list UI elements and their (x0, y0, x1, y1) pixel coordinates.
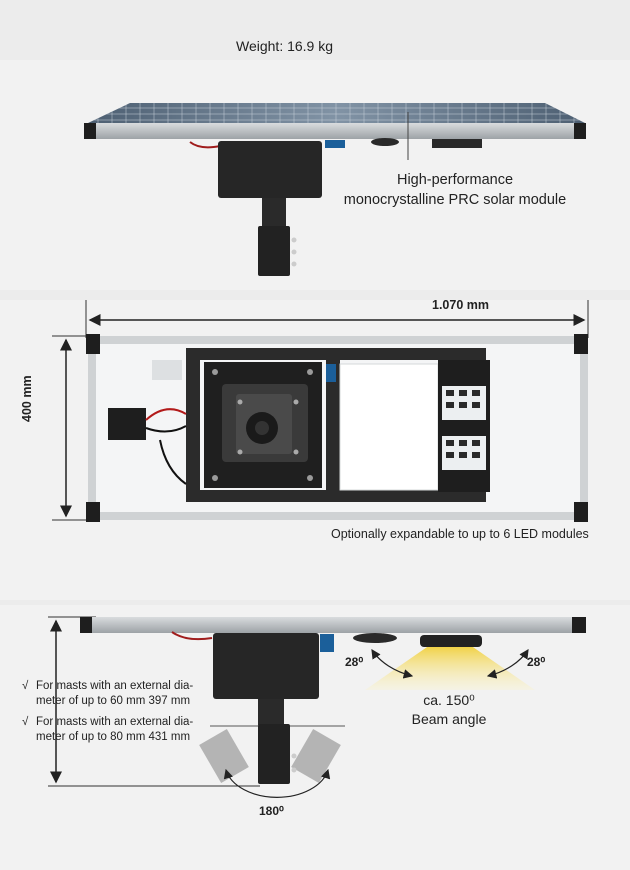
check-icon: √ (22, 680, 29, 692)
charge-controller-plan (108, 360, 187, 485)
mast-option-text-line-2: meter of up to 80 mm 431 mm (36, 731, 191, 743)
mast-compatibility-list: √ For masts with an external dia- meter … (22, 679, 212, 745)
solar-module-line-2: monocrystalline PRC solar module (343, 192, 567, 208)
panel-side-view (80, 617, 586, 633)
mast-option-80mm: √ For masts with an external dia- meter … (22, 715, 212, 745)
width-dimension-label: 1.070 mm (432, 298, 489, 312)
luminaire-housing-top (218, 141, 322, 276)
weight-label: Weight: 16.9 kg (236, 38, 334, 54)
beam-angle-label: ca. 150⁰ Beam angle (390, 691, 508, 729)
luminaire-housing-side (171, 631, 334, 725)
mast-option-text-line-1: For masts with an external dia- (36, 716, 194, 728)
check-icon: √ (22, 716, 29, 728)
right-tilt-angle: 28⁰ (527, 655, 546, 669)
led-modules-plan (438, 360, 490, 492)
height-dimension-line (52, 335, 92, 521)
beam-angle-caption: Beam angle (411, 711, 487, 727)
rotation-angle: 180⁰ (259, 804, 284, 818)
solar-module-label: High-performance monocrystalline PRC sol… (330, 170, 580, 210)
beam-cone (353, 633, 535, 690)
solar-panel-perspective (84, 103, 586, 160)
battery-area-plan (326, 363, 439, 491)
mast-option-60mm: √ For masts with an external dia- meter … (22, 679, 212, 709)
led-expansion-caption: Optionally expandable to up to 6 LED mod… (331, 527, 589, 541)
mast-option-text-line-2: meter of up to 60 mm 397 mm (36, 695, 191, 707)
mast-option-text-line-1: For masts with an external dia- (36, 680, 194, 692)
beam-angle-value: ca. 150⁰ (423, 692, 475, 708)
width-dimension-line (85, 300, 589, 338)
solar-module-line-1: High-performance (396, 172, 514, 188)
height-dimension-label: 400 mm (20, 375, 34, 422)
mounting-frame-plan (186, 348, 486, 502)
mast-rotation-range (199, 724, 341, 798)
left-tilt-angle: 28⁰ (345, 655, 364, 669)
